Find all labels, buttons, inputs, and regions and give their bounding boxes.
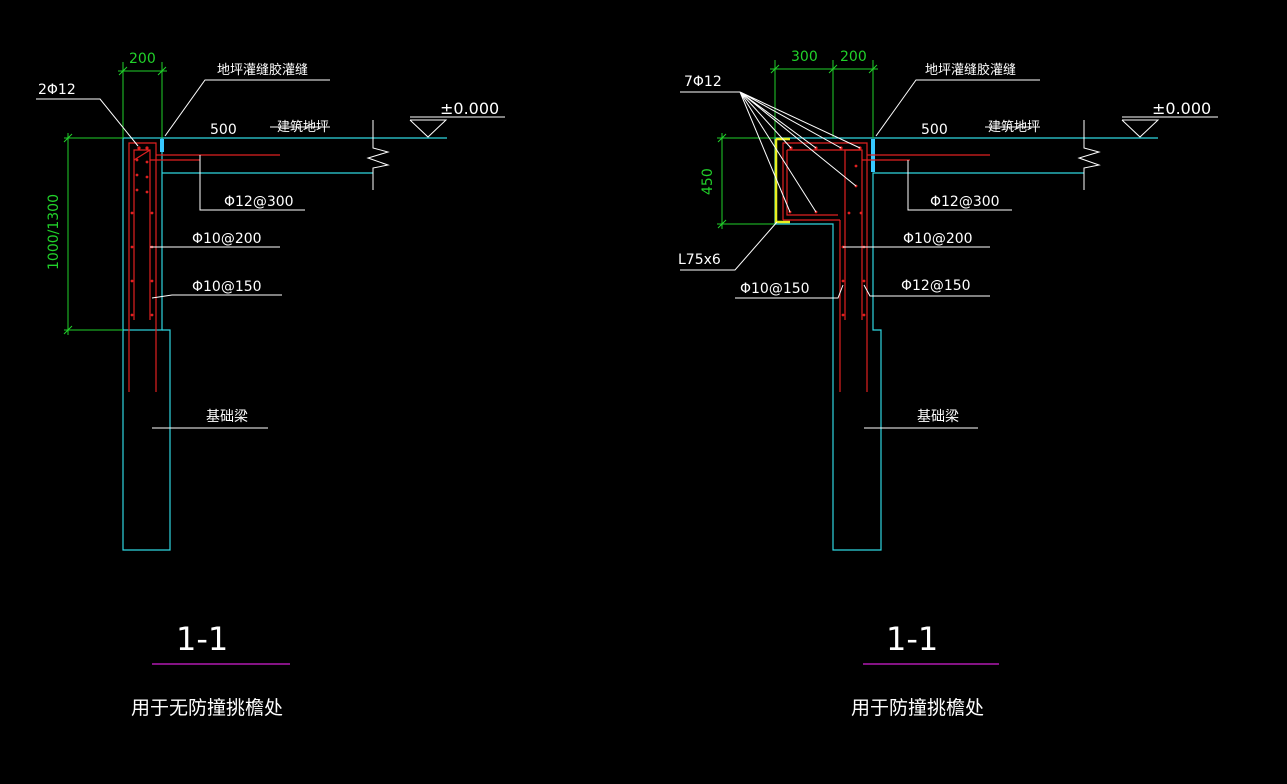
right-bar-slab: Φ12@300 (930, 194, 1000, 210)
right-joint-note: 地坪灌缝胶灌缝 (925, 62, 1016, 78)
left-bar-slab: Φ12@300 (224, 194, 294, 210)
right-dim-b: 200 (840, 49, 867, 65)
right-break-line (1077, 120, 1101, 190)
right-top-bars: 7Φ12 (684, 74, 722, 90)
left-caption: 用于无防撞挑檐处 (131, 697, 283, 719)
left-rebar (128, 142, 280, 392)
left-leaders (36, 79, 505, 429)
left-joint-note: 地坪灌缝胶灌缝 (217, 62, 308, 78)
right-rebar (782, 142, 990, 392)
right-dimensions (717, 60, 878, 229)
right-caption: 用于防撞挑檐处 (851, 697, 984, 719)
left-section-title: 1-1 (176, 620, 228, 658)
right-detail: 300 200 450 7Φ12 地坪灌缝胶灌缝 500 建筑地坪 ±0.000… (678, 49, 1218, 719)
right-leaders (680, 79, 1218, 429)
right-bar-stirrup: Φ10@200 (903, 231, 973, 247)
right-dim-a: 300 (791, 49, 818, 65)
left-detail: 200 1000/1300 2Φ12 地坪灌缝胶灌缝 500 建筑地坪 ±0.0… (36, 51, 505, 719)
left-labels: 200 1000/1300 2Φ12 地坪灌缝胶灌缝 500 建筑地坪 ±0.0… (38, 51, 499, 719)
right-beam-label: 基础梁 (917, 408, 959, 425)
left-dim-width: 200 (129, 51, 156, 67)
right-bar-left: Φ10@150 (740, 281, 810, 297)
left-elevation: ±0.000 (440, 99, 499, 118)
left-floor-note: 建筑地坪 (277, 119, 329, 135)
right-dim-height: 450 (700, 168, 716, 195)
left-break-line (366, 120, 390, 190)
left-top-bars: 2Φ12 (38, 82, 76, 98)
right-angle-steel-label: L75x6 (678, 252, 721, 268)
left-bar-stirrup: Φ10@200 (192, 231, 262, 247)
left-concrete-outline (122, 137, 447, 551)
right-bar-right: Φ12@150 (901, 278, 971, 294)
left-joint-sealant (160, 139, 164, 152)
right-floor-note: 建筑地坪 (988, 119, 1040, 135)
left-dimensions (63, 62, 167, 335)
right-elevation: ±0.000 (1152, 99, 1211, 118)
left-bar-vertical: Φ10@150 (192, 279, 262, 295)
right-slab-dim: 500 (921, 122, 948, 138)
right-section-title: 1-1 (886, 620, 938, 658)
left-slab-dim: 500 (210, 122, 237, 138)
left-dim-height: 1000/1300 (46, 194, 62, 270)
left-beam-label: 基础梁 (206, 408, 248, 425)
right-labels: 300 200 450 7Φ12 地坪灌缝胶灌缝 500 建筑地坪 ±0.000… (678, 49, 1211, 719)
